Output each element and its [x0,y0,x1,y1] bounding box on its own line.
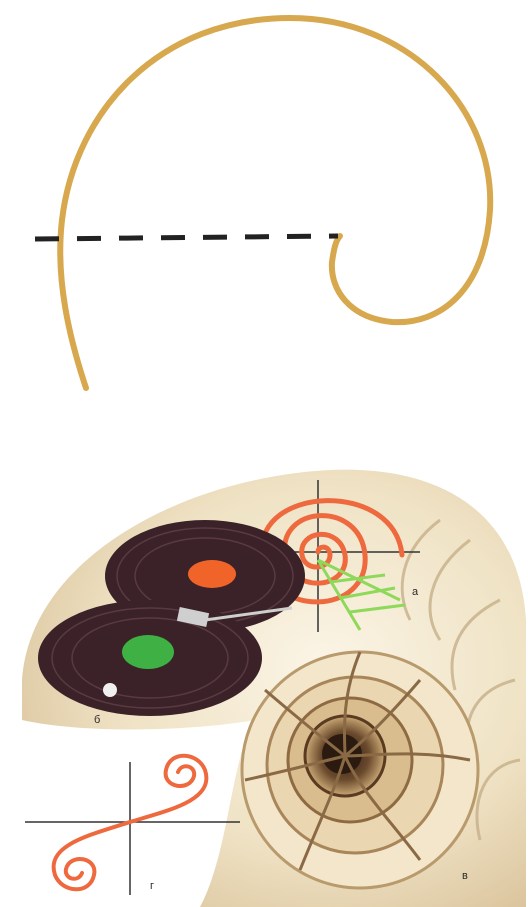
record-top-label [188,560,236,588]
label-b: б [94,714,100,726]
golden-spiral-curve [60,18,490,388]
record-bottom-label [122,635,174,669]
label-g: г [150,880,154,892]
label-v: в [462,870,468,882]
spindle [103,683,117,697]
double-spiral-figure [25,756,240,895]
top-spiral-figure [35,18,490,388]
nautilus-composition [22,470,526,907]
nautilus-spiral [242,652,478,888]
dashed-axis-line [35,236,338,239]
label-a: а [412,586,418,598]
